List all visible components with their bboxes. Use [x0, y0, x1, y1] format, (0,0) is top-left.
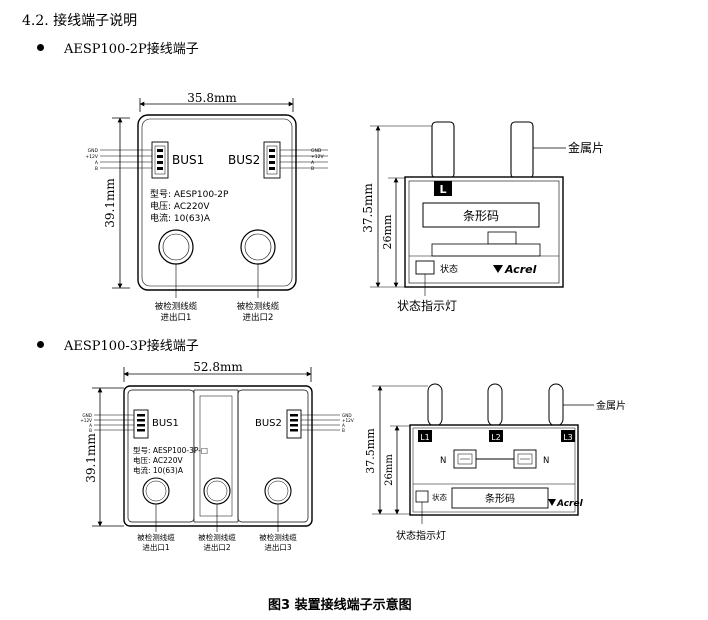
- bus2-label-2p: BUS2: [228, 153, 260, 167]
- bus1-label-3p: BUS1: [152, 418, 179, 429]
- current-3p: 电流: 10(63)A: [133, 465, 184, 475]
- pin-a-right-2p: A: [311, 160, 315, 166]
- status-2p: 状态: [440, 263, 458, 275]
- port3-line2-3p: 进出口3: [264, 542, 291, 552]
- bus2-connector-2p: GND +12V A B BUS2: [228, 141, 328, 179]
- port2-line2-2p: 进出口2: [243, 312, 274, 323]
- port1-line2-2p: 进出口1: [161, 312, 192, 323]
- pin-12v-right-2p: +12V: [311, 154, 324, 160]
- height-total-2p: 37.5mm: [361, 183, 375, 233]
- port2-line1-3p: 被检测线缆: [198, 532, 236, 542]
- pin-b-left-3p: B: [89, 428, 92, 433]
- pin-a-left-3p: A: [89, 423, 92, 428]
- port2-line2-3p: 进出口2: [203, 542, 230, 552]
- port1-line1-3p: 被检测线缆: [137, 532, 175, 542]
- figure-caption: 图3 装置接线端子示意图: [268, 598, 412, 613]
- pin-12v-right-3p: +12V: [342, 418, 354, 423]
- metal-label-3p: 金属片: [596, 399, 626, 412]
- bus1-connector-3p: GND +12V A B BUS1: [80, 409, 179, 439]
- height-dim-2p: 39.1mm: [103, 178, 117, 228]
- bullet-3p: [37, 341, 44, 348]
- port2-line1-2p: 被检测线缆: [237, 301, 280, 312]
- width-dim-3p: 52.8mm: [193, 360, 243, 374]
- title-2p: AESP100-2P接线端子: [64, 42, 199, 57]
- bus1-connector-2p: GND +12V A B BUS1: [85, 141, 204, 179]
- pin-b-right-2p: B: [311, 166, 314, 172]
- barcode-2p: 条形码: [463, 209, 499, 223]
- status-3p: 状态: [432, 492, 447, 502]
- title-3p: AESP100-3P接线端子: [64, 339, 199, 354]
- side-view-3p: 金属片 37.5mm 26mm L1 L2 L3 N N 状态 条形码: [364, 383, 626, 542]
- height-dim-3p: 39.1mm: [84, 433, 98, 483]
- terminal-l-2p: L: [439, 183, 446, 196]
- barcode-3p: 条形码: [485, 492, 515, 505]
- pin-12v-left-3p: +12V: [80, 418, 92, 423]
- pin-a-right-3p: A: [342, 423, 345, 428]
- height-total-3p: 37.5mm: [364, 428, 377, 474]
- terminal-l1-3p: L1: [420, 433, 430, 442]
- led-label-2p: 状态指示灯: [397, 298, 457, 313]
- brand-3p: Acrel: [556, 499, 584, 509]
- height-body-3p: 26mm: [384, 454, 395, 486]
- pin-b-right-3p: B: [342, 428, 345, 433]
- voltage-3p: 电压: AC220V: [133, 455, 183, 465]
- current-2p: 电流: 10(63)A: [150, 212, 211, 224]
- pin-gnd-right-2p: GND: [311, 148, 322, 154]
- pin-a-left-2p: A: [95, 160, 99, 166]
- terminal-l3-3p: L3: [563, 433, 573, 442]
- pin-b-left-2p: B: [95, 166, 98, 172]
- voltage-2p: 电压: AC220V: [150, 200, 210, 212]
- height-body-2p: 26mm: [381, 214, 394, 249]
- pin-12v-left-2p: +12V: [85, 154, 98, 160]
- bus1-label-2p: BUS1: [172, 153, 204, 167]
- front-view-2p: 35.8mm 39.1mm GND +12V A B BUS1: [85, 91, 328, 323]
- led-label-3p: 状态指示灯: [396, 529, 446, 542]
- pin-gnd-left-3p: GND: [82, 413, 92, 418]
- model-3p: 型号: AESP100-3P-□: [133, 446, 208, 455]
- model-2p: 型号: AESP100-2P: [150, 189, 229, 200]
- port1-line2-3p: 进出口1: [142, 542, 169, 552]
- metal-label-2p: 金属片: [568, 140, 604, 155]
- brand-2p: Acrel: [504, 263, 537, 276]
- side-view-2p: 金属片 37.5mm 26mm L 条形码 状态 Acrel 状态指示灯: [361, 121, 604, 313]
- front-view-3p: 52.8mm 39.1mm GND +12V A B BUS1: [80, 360, 354, 552]
- bus2-connector-3p: GND +12V A B BUS2: [255, 409, 354, 439]
- terminal-l2-3p: L2: [491, 433, 501, 442]
- bus2-label-3p: BUS2: [255, 418, 282, 429]
- pin-gnd-left-2p: GND: [88, 148, 99, 154]
- neutral-right-3p: N: [543, 456, 549, 466]
- neutral-left-3p: N: [440, 456, 446, 466]
- pin-gnd-right-3p: GND: [342, 413, 352, 418]
- bullet-2p: [37, 44, 44, 51]
- port1-line1-2p: 被检测线缆: [155, 301, 198, 312]
- port3-line1-3p: 被检测线缆: [259, 532, 297, 542]
- section-heading: 4.2. 接线端子说明: [22, 13, 138, 29]
- width-dim-2p: 35.8mm: [187, 91, 237, 105]
